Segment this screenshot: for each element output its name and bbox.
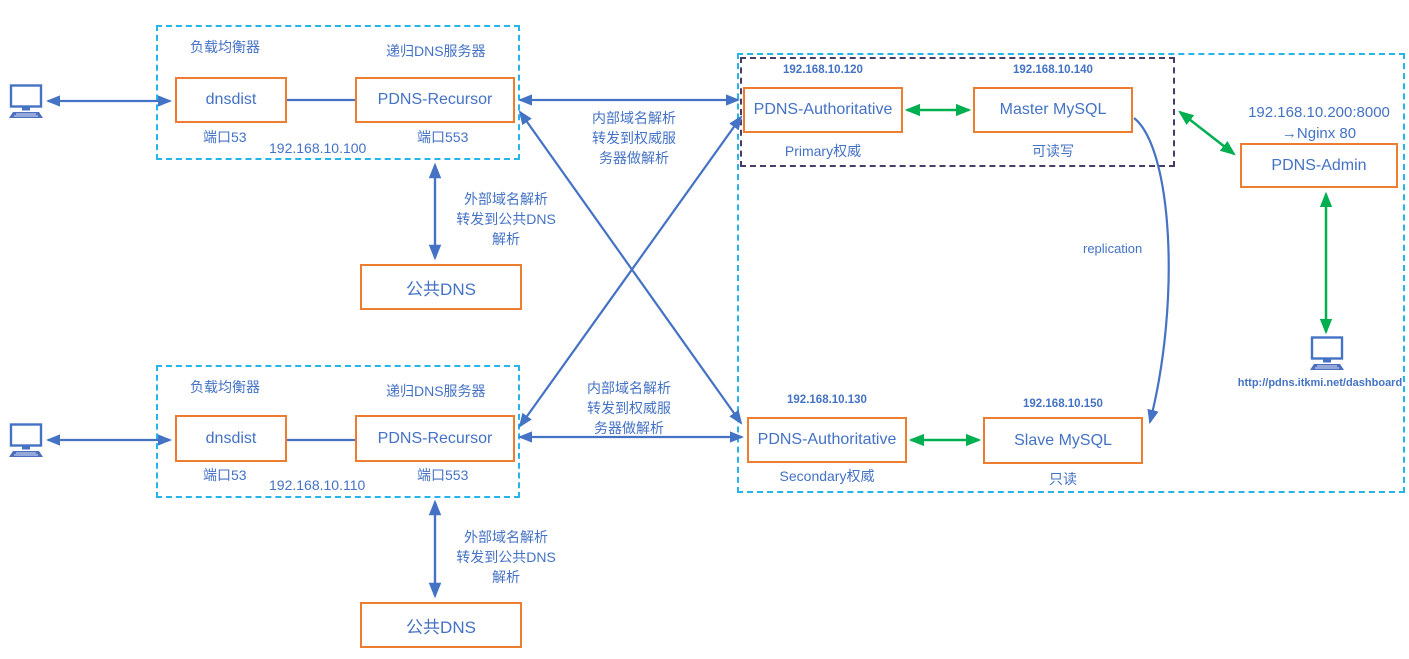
internal-resolution-note-top: 内部域名解析 转发到权威服 务器做解析	[592, 110, 676, 166]
admin-address-label: 192.168.10.200:8000	[1248, 104, 1390, 121]
public-dns-node-bottom: 公共DNS	[360, 602, 522, 648]
pdns-authoritative-secondary-node: PDNS-Authoritative	[747, 417, 907, 463]
secondary-ip-label: 192.168.10.130	[787, 394, 867, 406]
recursor-port-label-top: 端口553	[417, 129, 469, 145]
primary-role-label: Primary权威	[784, 143, 862, 159]
external-resolution-note-bottom: 外部域名解析 转发到公共DNS 解析	[456, 529, 556, 585]
lb-label-bottom: 负载均衡器	[190, 379, 260, 395]
internal-resolution-note-bottom: 内部域名解析 转发到权威服 务器做解析	[587, 380, 671, 436]
pdns-recursor-node-bottom: PDNS-Recursor	[355, 415, 515, 462]
dnsdist-node-top: dnsdist	[175, 77, 287, 123]
master-mode-label: 可读写	[1032, 143, 1074, 159]
replication-label: replication	[1083, 241, 1143, 256]
external-resolution-note-top: 外部域名解析 转发到公共DNS 解析	[456, 191, 556, 247]
lb-ip-label-top: 192.168.10.100	[269, 140, 367, 156]
lb-ip-label-bottom: 192.168.10.110	[269, 477, 366, 493]
admin-computer-icon	[1305, 336, 1349, 379]
secondary-role-label: Secondary权威	[779, 468, 875, 484]
recursive-dns-label-bottom: 递归DNS服务器	[386, 383, 486, 399]
master-mysql-ip-label: 192.168.10.140	[1013, 64, 1093, 76]
slave-mysql-ip-label: 192.168.10.150	[1023, 398, 1103, 410]
admin-dashboard-url: http://pdns.itkmi.net/dashboard	[1237, 377, 1403, 389]
slave-mode-label: 只读	[1049, 471, 1077, 487]
lb-group-box-top	[156, 25, 520, 160]
client-computer-icon-top	[4, 84, 48, 127]
pdns-recursor-node-top: PDNS-Recursor	[355, 77, 515, 123]
lb-label-top: 负载均衡器	[190, 39, 260, 55]
recursor-port-label-bottom: 端口553	[417, 467, 469, 483]
dnsdist-port-label-bottom: 端口53	[203, 467, 247, 483]
recursive-dns-label-top: 递归DNS服务器	[386, 43, 486, 59]
pdns-authoritative-primary-node: PDNS-Authoritative	[743, 87, 903, 133]
public-dns-node-top: 公共DNS	[360, 264, 522, 310]
slave-mysql-node: Slave MySQL	[983, 417, 1143, 464]
primary-ip-label: 192.168.10.120	[783, 64, 863, 76]
dnsdist-port-label-top: 端口53	[203, 129, 247, 145]
master-mysql-node: Master MySQL	[973, 87, 1133, 133]
pdns-admin-node: PDNS-Admin	[1240, 143, 1398, 188]
client-computer-icon-bottom	[4, 423, 48, 466]
admin-nginx-label: →Nginx 80	[1281, 125, 1357, 142]
dnsdist-node-bottom: dnsdist	[175, 415, 287, 462]
